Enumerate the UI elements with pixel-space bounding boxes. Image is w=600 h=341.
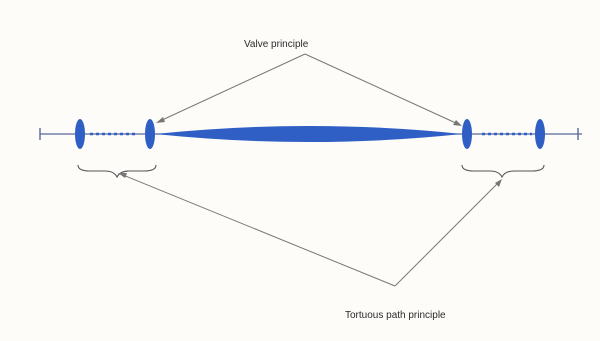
valve-disc-outer-left — [75, 119, 85, 149]
right-brace — [461, 164, 545, 179]
tortuous-path-label: Tortuous path principle — [345, 310, 446, 321]
valve-disc-inner-left — [145, 119, 155, 149]
valve-arrow-right — [304, 53, 459, 125]
left-brace — [77, 164, 157, 179]
tortuous-arrowhead-left — [118, 173, 127, 178]
valve-arrow-left — [159, 53, 306, 122]
valve-principle-label: Valve principle — [244, 39, 309, 50]
valve-disc-inner-right — [462, 119, 472, 149]
valve-arrowhead-right — [453, 120, 462, 126]
valve-arrowhead-left — [156, 117, 165, 123]
central-spindle — [155, 126, 462, 142]
tortuous-arrow-left — [122, 174, 396, 287]
tortuous-arrow-right — [394, 182, 499, 287]
valve-disc-outer-right — [535, 119, 545, 149]
tortuous-arrowhead-right — [495, 179, 502, 187]
